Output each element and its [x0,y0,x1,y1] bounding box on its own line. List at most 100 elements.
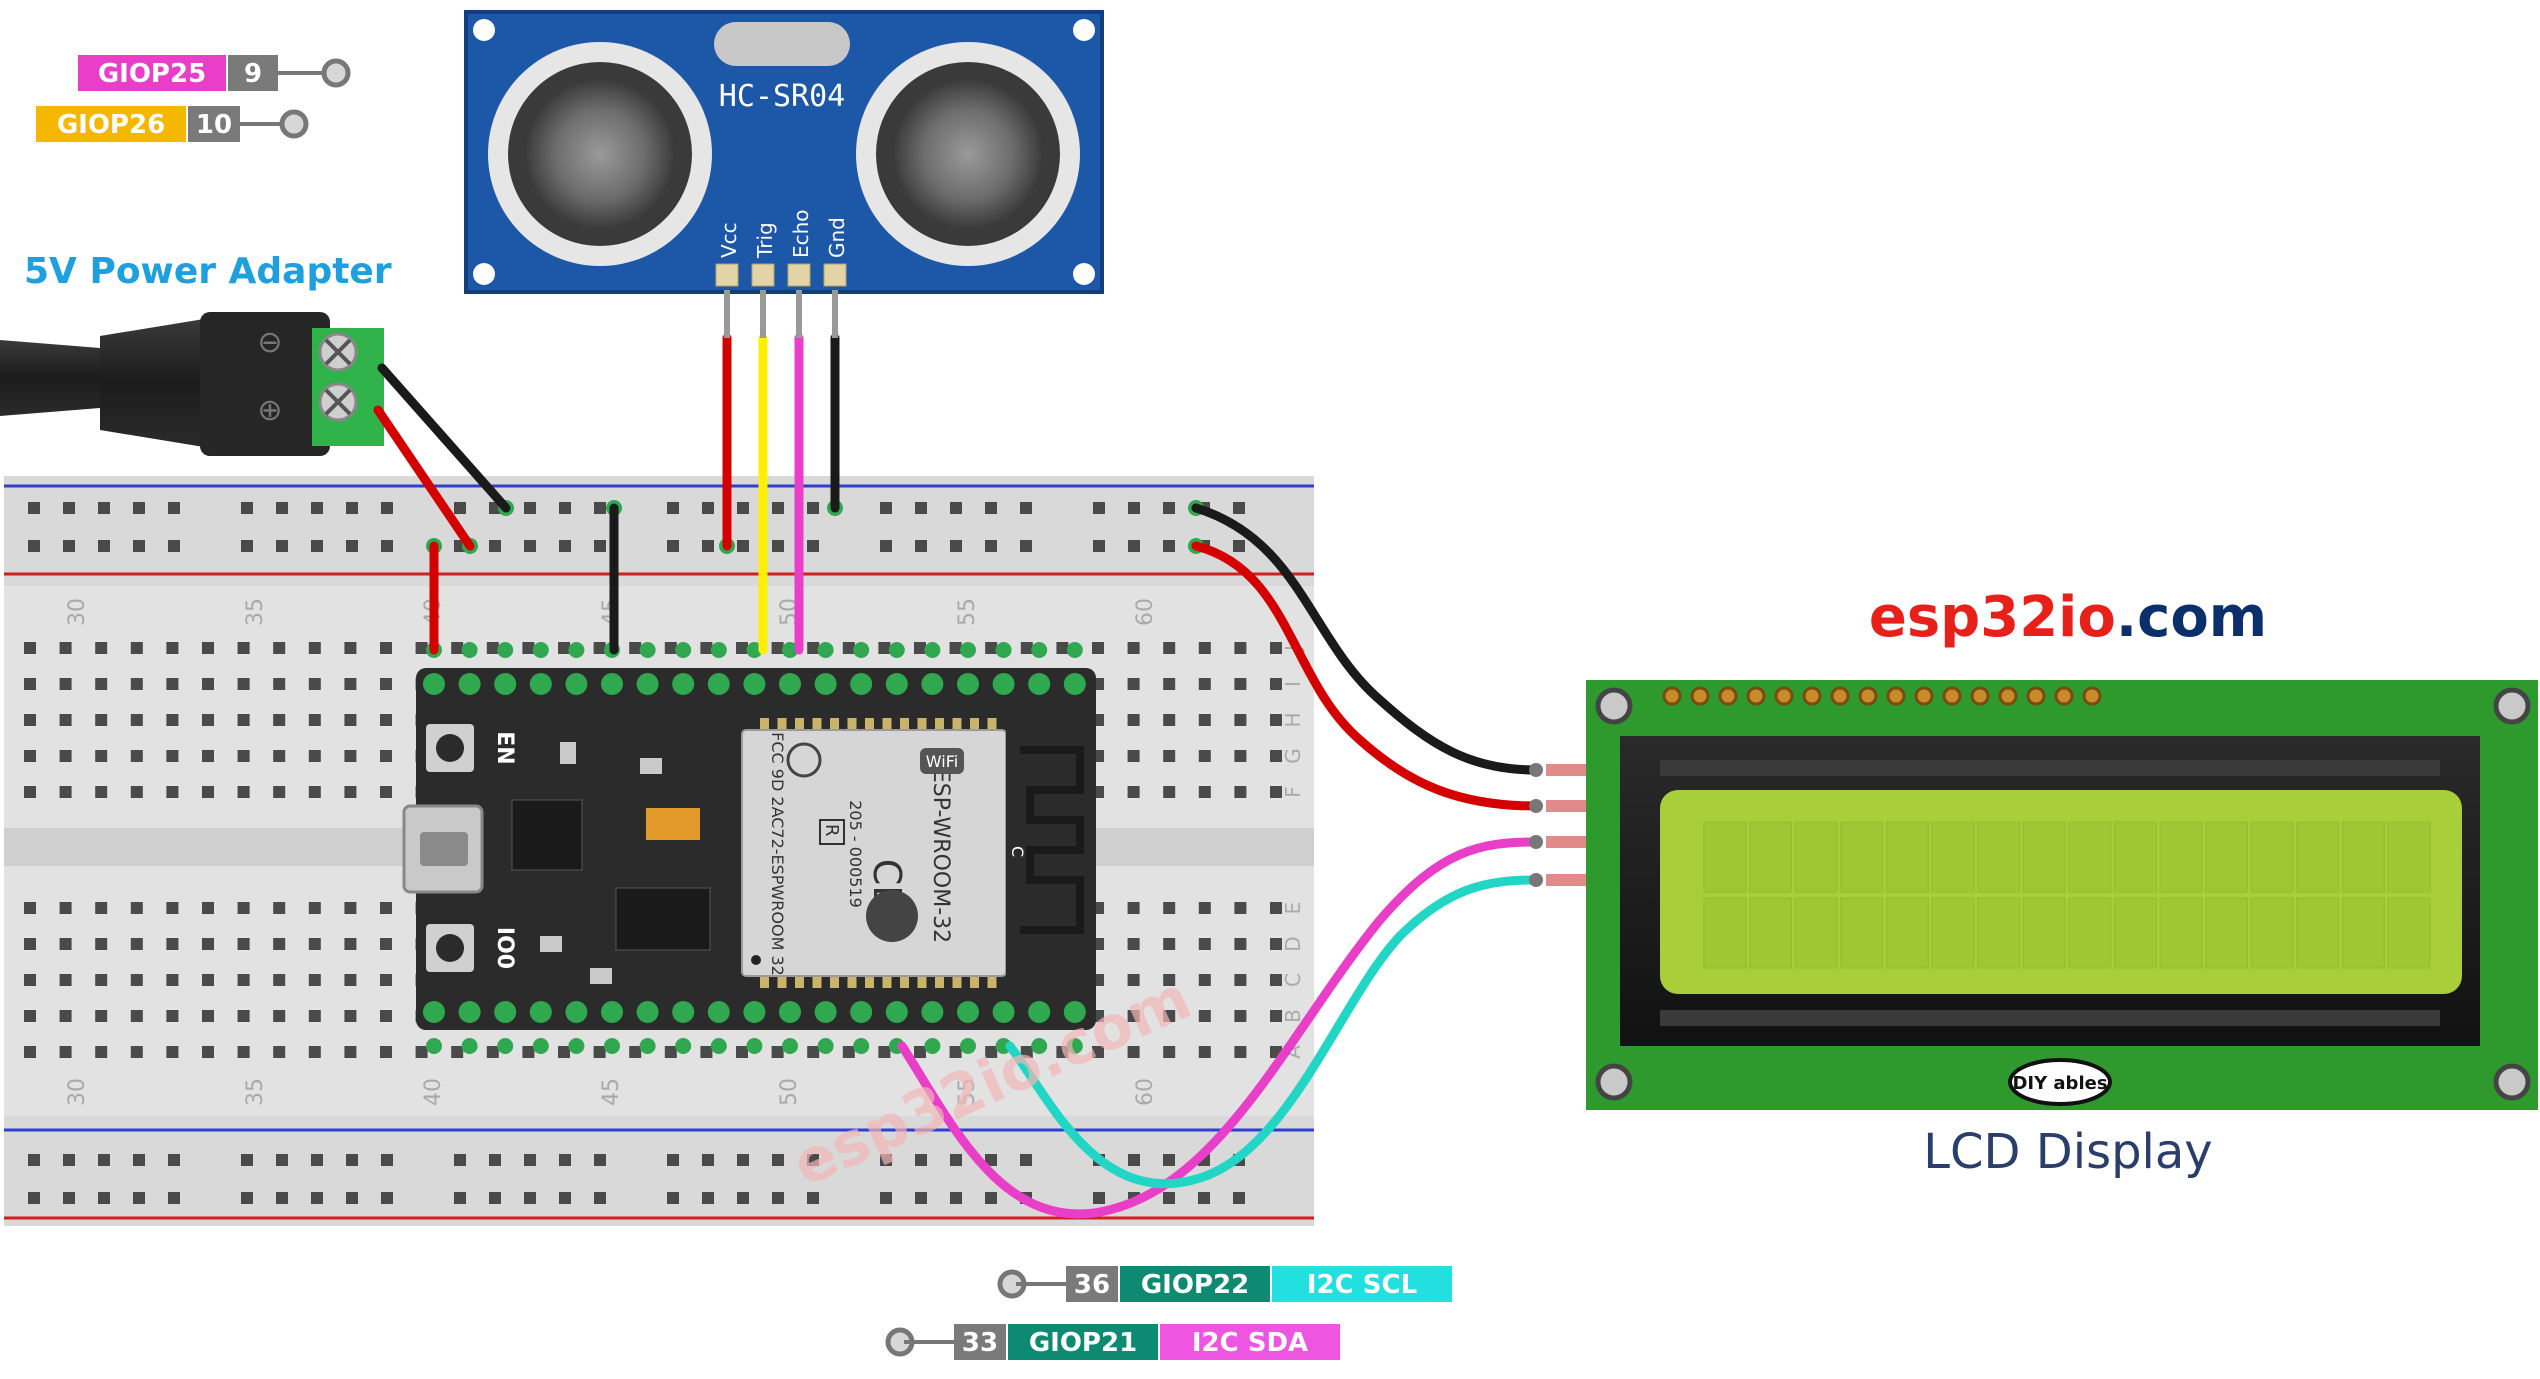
esp32-pin-bottom [529,1001,552,1023]
module-pin [900,718,909,732]
module-pin [987,974,997,988]
giop26-dot-icon [279,109,309,139]
sensor-mount-hole [1073,19,1095,41]
rail-hole [772,1192,784,1204]
module-pin [882,718,892,732]
terminal-hole [24,974,36,986]
giop25-pin-box [228,55,278,91]
bb-bottom-number: 50 [777,1078,802,1106]
lcd-cell [2159,821,2203,893]
terminal-hole [344,974,357,986]
rail-hole [311,1154,323,1166]
rail-hole [1128,540,1140,552]
terminal-hole [59,938,72,950]
rail-hole [346,1192,358,1204]
sensor-name: HC-SR04 [719,79,845,114]
terminal-hole [237,902,250,914]
lcd-cell [1794,897,1838,969]
bb-hole-used-top [817,642,834,658]
terminal-hole [130,678,143,690]
terminal-hole [664,642,677,654]
rail-hole [559,540,571,552]
terminal-hole [344,902,357,914]
terminal-hole [914,642,926,654]
terminal-hole [308,1010,321,1022]
esp32-pin-bottom [423,1001,445,1023]
terminal-hole [949,1046,962,1058]
terminal-hole [308,902,321,914]
terminal-hole [1234,938,1247,950]
esp32-board: EN IO0 C ESP-WROOM-32 205 - 000519 FCC 9… [402,642,1096,1054]
terminal-hole [95,974,108,986]
lcd-pin [1970,686,1990,706]
esp32-pin-bottom [850,1001,873,1023]
terminal-hole [130,750,143,762]
lcd-cell [2296,821,2340,893]
terminal-hole [451,1046,464,1058]
module-pin [760,974,769,988]
lcd-cell [2113,897,2157,969]
module-pin [847,974,857,988]
sensor-mount-hole [473,19,495,41]
terminal-hole [1270,678,1282,690]
rail-hole [28,1154,40,1166]
module-pin [865,718,874,732]
terminal-hole [380,1046,392,1058]
terminal-hole [1270,902,1282,914]
bb-hole-used-bottom [710,1038,727,1054]
rail-hole [1128,1154,1140,1166]
giop21-func-box [1160,1324,1340,1360]
bb-hole-used-top [853,642,870,658]
lcd-cell [2387,897,2431,969]
esp32-pin-top [707,673,730,695]
terminal-hole [1163,938,1176,950]
rail-hole [276,540,288,552]
lcd-pin [2026,686,2046,706]
lcd-pin [1718,686,1738,706]
bb-hole-used-bottom [532,1038,549,1054]
module-pin [777,974,787,988]
terminal-hole [308,678,321,690]
terminal-hole [522,1046,535,1058]
lcd-cell [1840,897,1884,969]
rail-hole [985,502,997,514]
rail-hole [524,502,536,514]
bb-hole-used-bottom [924,1038,941,1054]
rail-hole [381,1192,393,1204]
bb-hole-used-bottom [1066,1038,1083,1054]
rail-hole [667,1154,679,1166]
terminal-hole [130,974,143,986]
pin-tag-giop25: GIOP25 9 [78,55,351,91]
module-pin [952,974,962,988]
lcd-i2c-pin [1546,836,1588,848]
terminal-hole [1092,1046,1104,1058]
lcd-cell [1703,897,1747,969]
bb-hole-used-top [1066,642,1083,658]
terminal-hole [1198,642,1211,654]
rail-hole [737,1192,749,1204]
terminal-hole [308,786,321,798]
bb-hole-used-bottom [604,1038,620,1054]
giop21-pin-box [954,1324,1006,1360]
esp32-pin-top [743,673,766,695]
terminal-hole [59,1046,72,1058]
esp32-pin-bottom [814,1001,837,1023]
lcd-mount-hole [2493,687,2531,725]
rail-hole [381,540,393,552]
giop25-name: GIOP25 [98,59,206,89]
terminal-hole [1234,678,1247,690]
giop21-name: GIOP21 [1029,1328,1137,1358]
terminal-hole [1163,1010,1176,1022]
jack-body [100,318,210,448]
rail-hole [880,502,892,514]
rail-hole [1020,502,1032,514]
esp32-pin-top [957,673,979,695]
terminal-hole [771,642,784,654]
esp32-pin-top [458,673,481,695]
rail-hole [807,502,819,514]
rail-hole [168,540,180,552]
bb-hole-used-top [782,642,798,658]
terminal-hole [273,786,286,798]
site-brand-part1: esp32 [1869,585,2058,650]
terminal-hole [736,1046,748,1058]
